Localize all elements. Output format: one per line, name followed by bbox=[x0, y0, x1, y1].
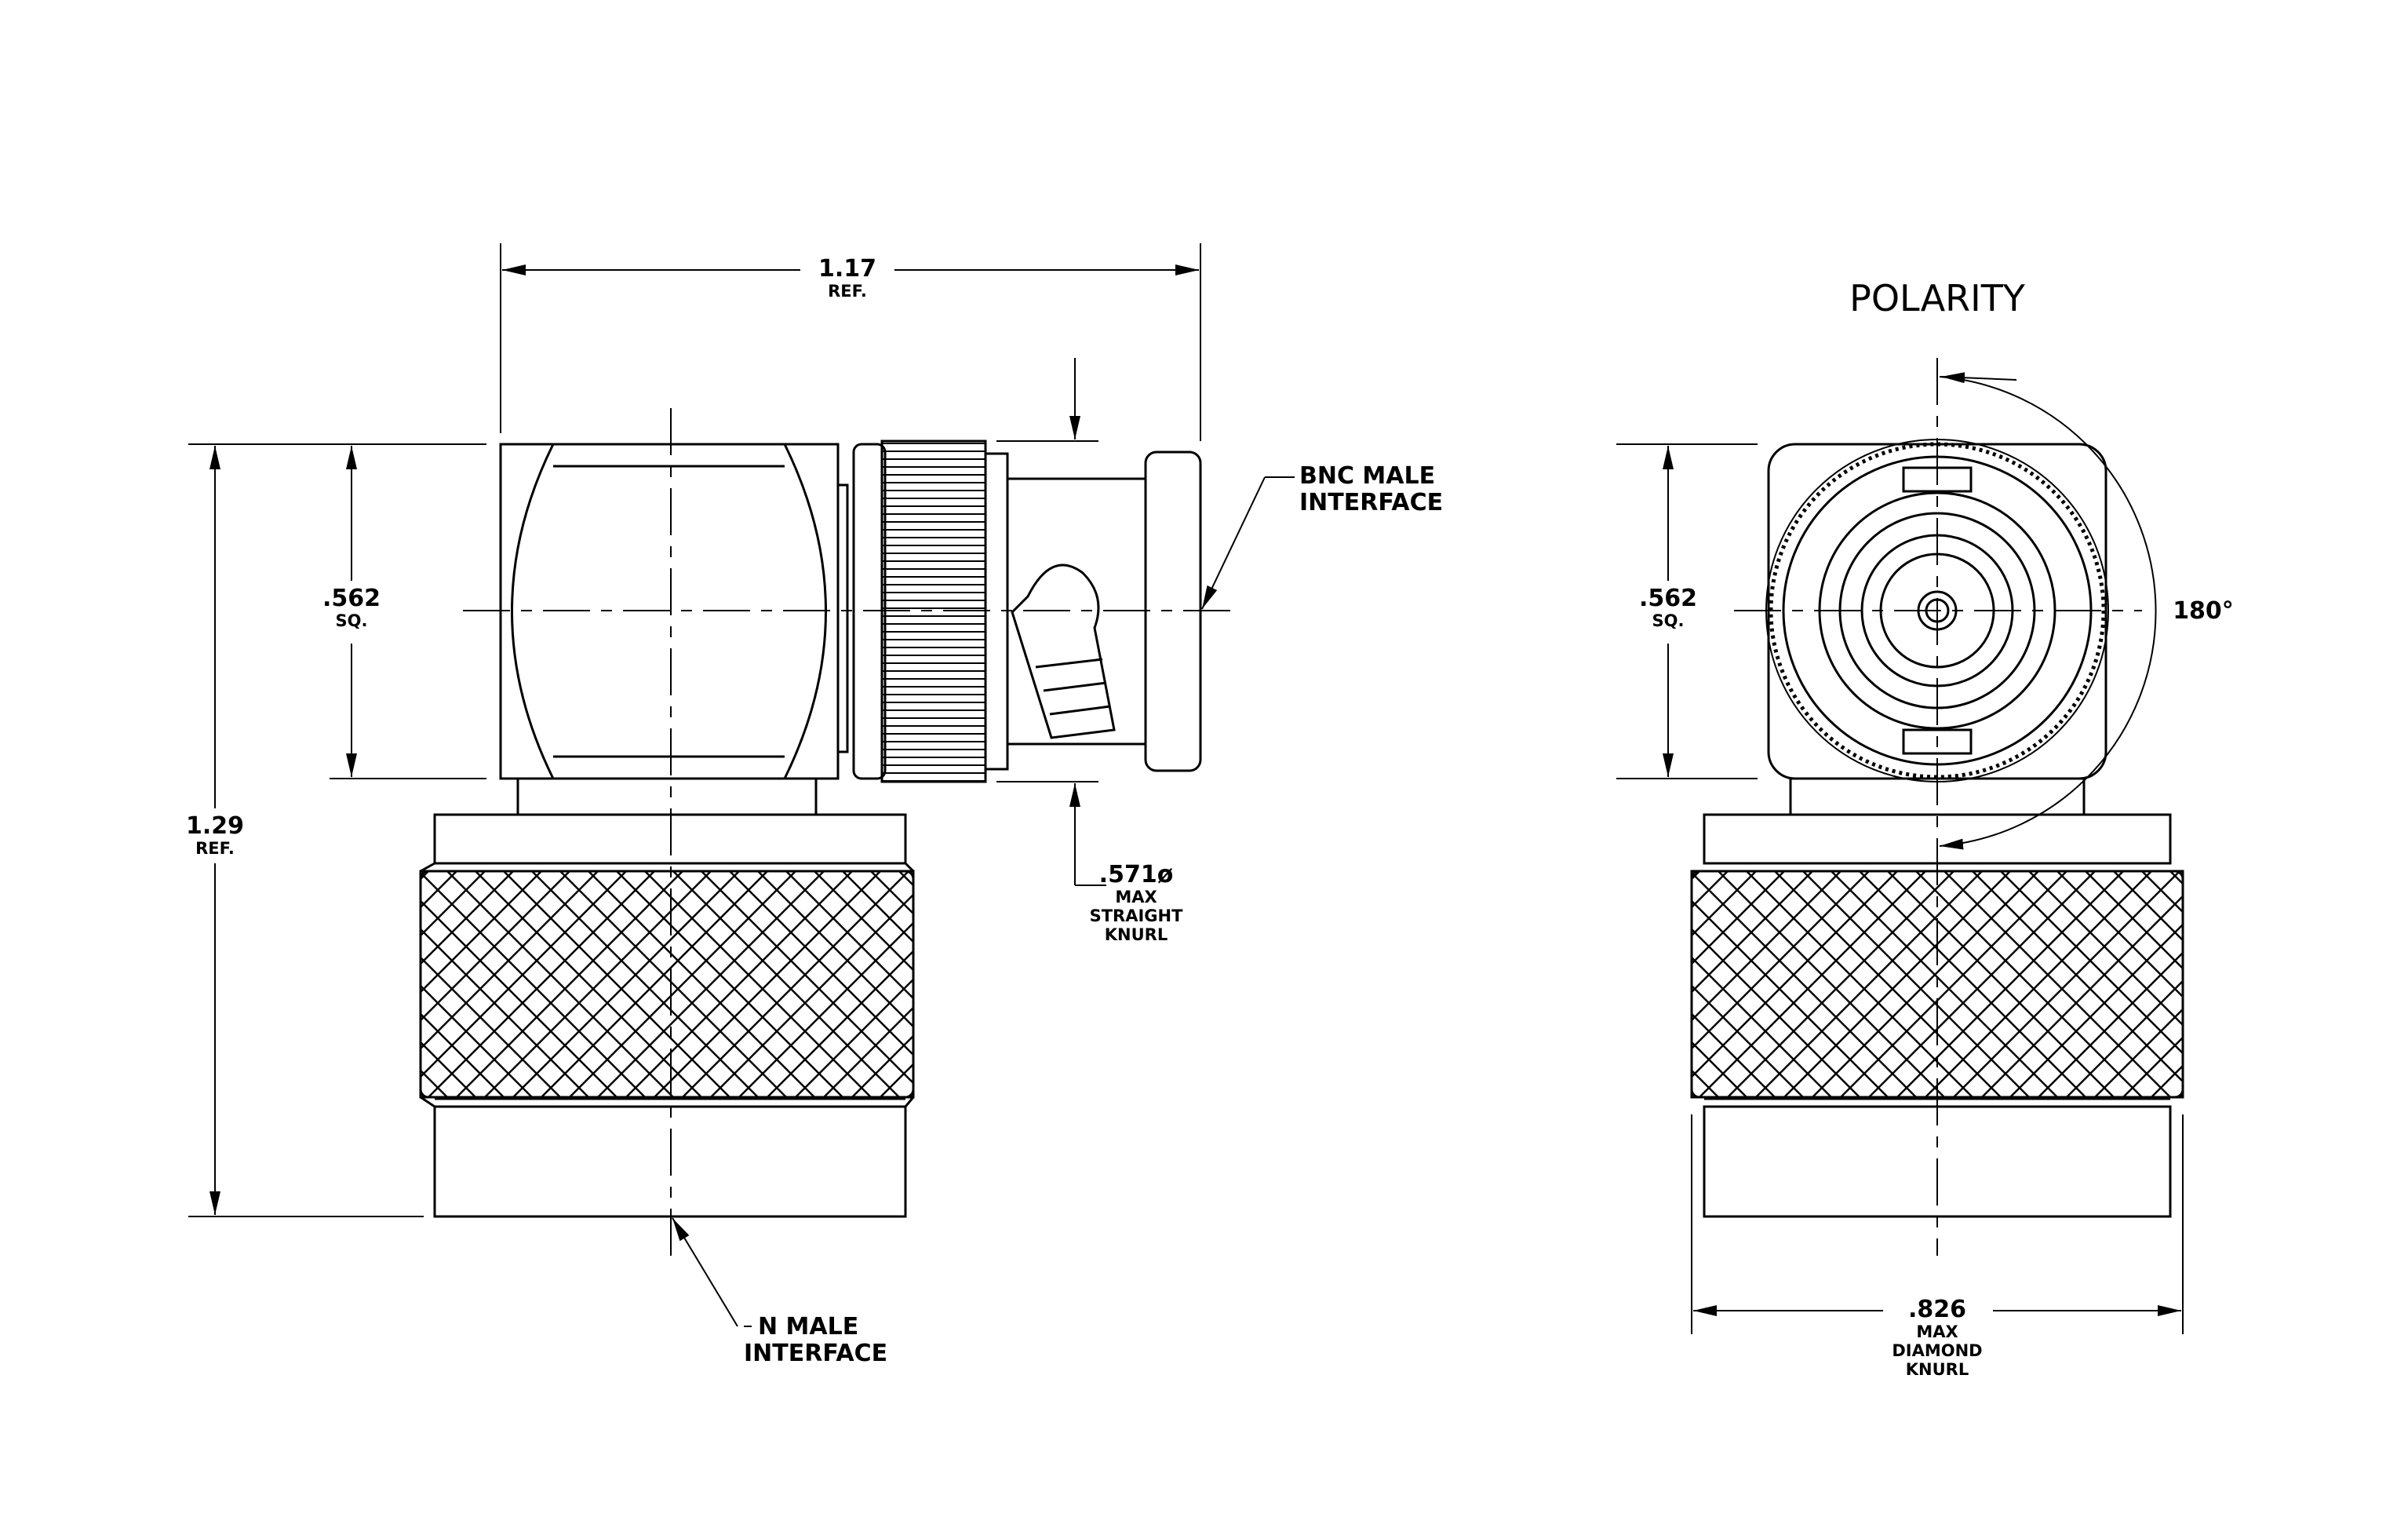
diamond-knurl-line-3: KNURL bbox=[1906, 1360, 1969, 1379]
square-side-note: SQ. bbox=[336, 611, 368, 630]
square-front-value: .562 bbox=[1639, 585, 1697, 612]
front-view bbox=[1690, 358, 2184, 1256]
square-side-value: .562 bbox=[322, 585, 381, 612]
polarity-angle: 180° bbox=[2173, 597, 2234, 625]
diamond-knurl-line-2: DIAMOND bbox=[1892, 1341, 1982, 1360]
overall-height-value: 1.29 bbox=[186, 812, 244, 840]
overall-height-note: REF. bbox=[195, 839, 235, 858]
bnc-callout-line-1: BNC MALE bbox=[1299, 462, 1435, 490]
overall-width-note: REF. bbox=[828, 282, 867, 301]
straight-knurl-value: .571ø bbox=[1099, 861, 1174, 888]
straight-knurl-line-2: STRAIGHT bbox=[1090, 906, 1183, 925]
square-front-note: SQ. bbox=[1652, 611, 1685, 630]
overall-width-value: 1.17 bbox=[818, 255, 876, 283]
n-callout-line-1: N MALE bbox=[758, 1313, 858, 1340]
straight-knurl-line-3: KNURL bbox=[1105, 925, 1168, 944]
polarity-title: POLARITY bbox=[1849, 277, 2026, 319]
bnc-callout-line-2: INTERFACE bbox=[1299, 489, 1443, 516]
diamond-knurl-value: .826 bbox=[1908, 1296, 1966, 1323]
diamond-knurl-line-1: MAX bbox=[1916, 1322, 1958, 1341]
side-view bbox=[419, 408, 1232, 1256]
n-callout-line-2: INTERFACE bbox=[744, 1340, 887, 1367]
straight-knurl-line-1: MAX bbox=[1115, 888, 1157, 906]
